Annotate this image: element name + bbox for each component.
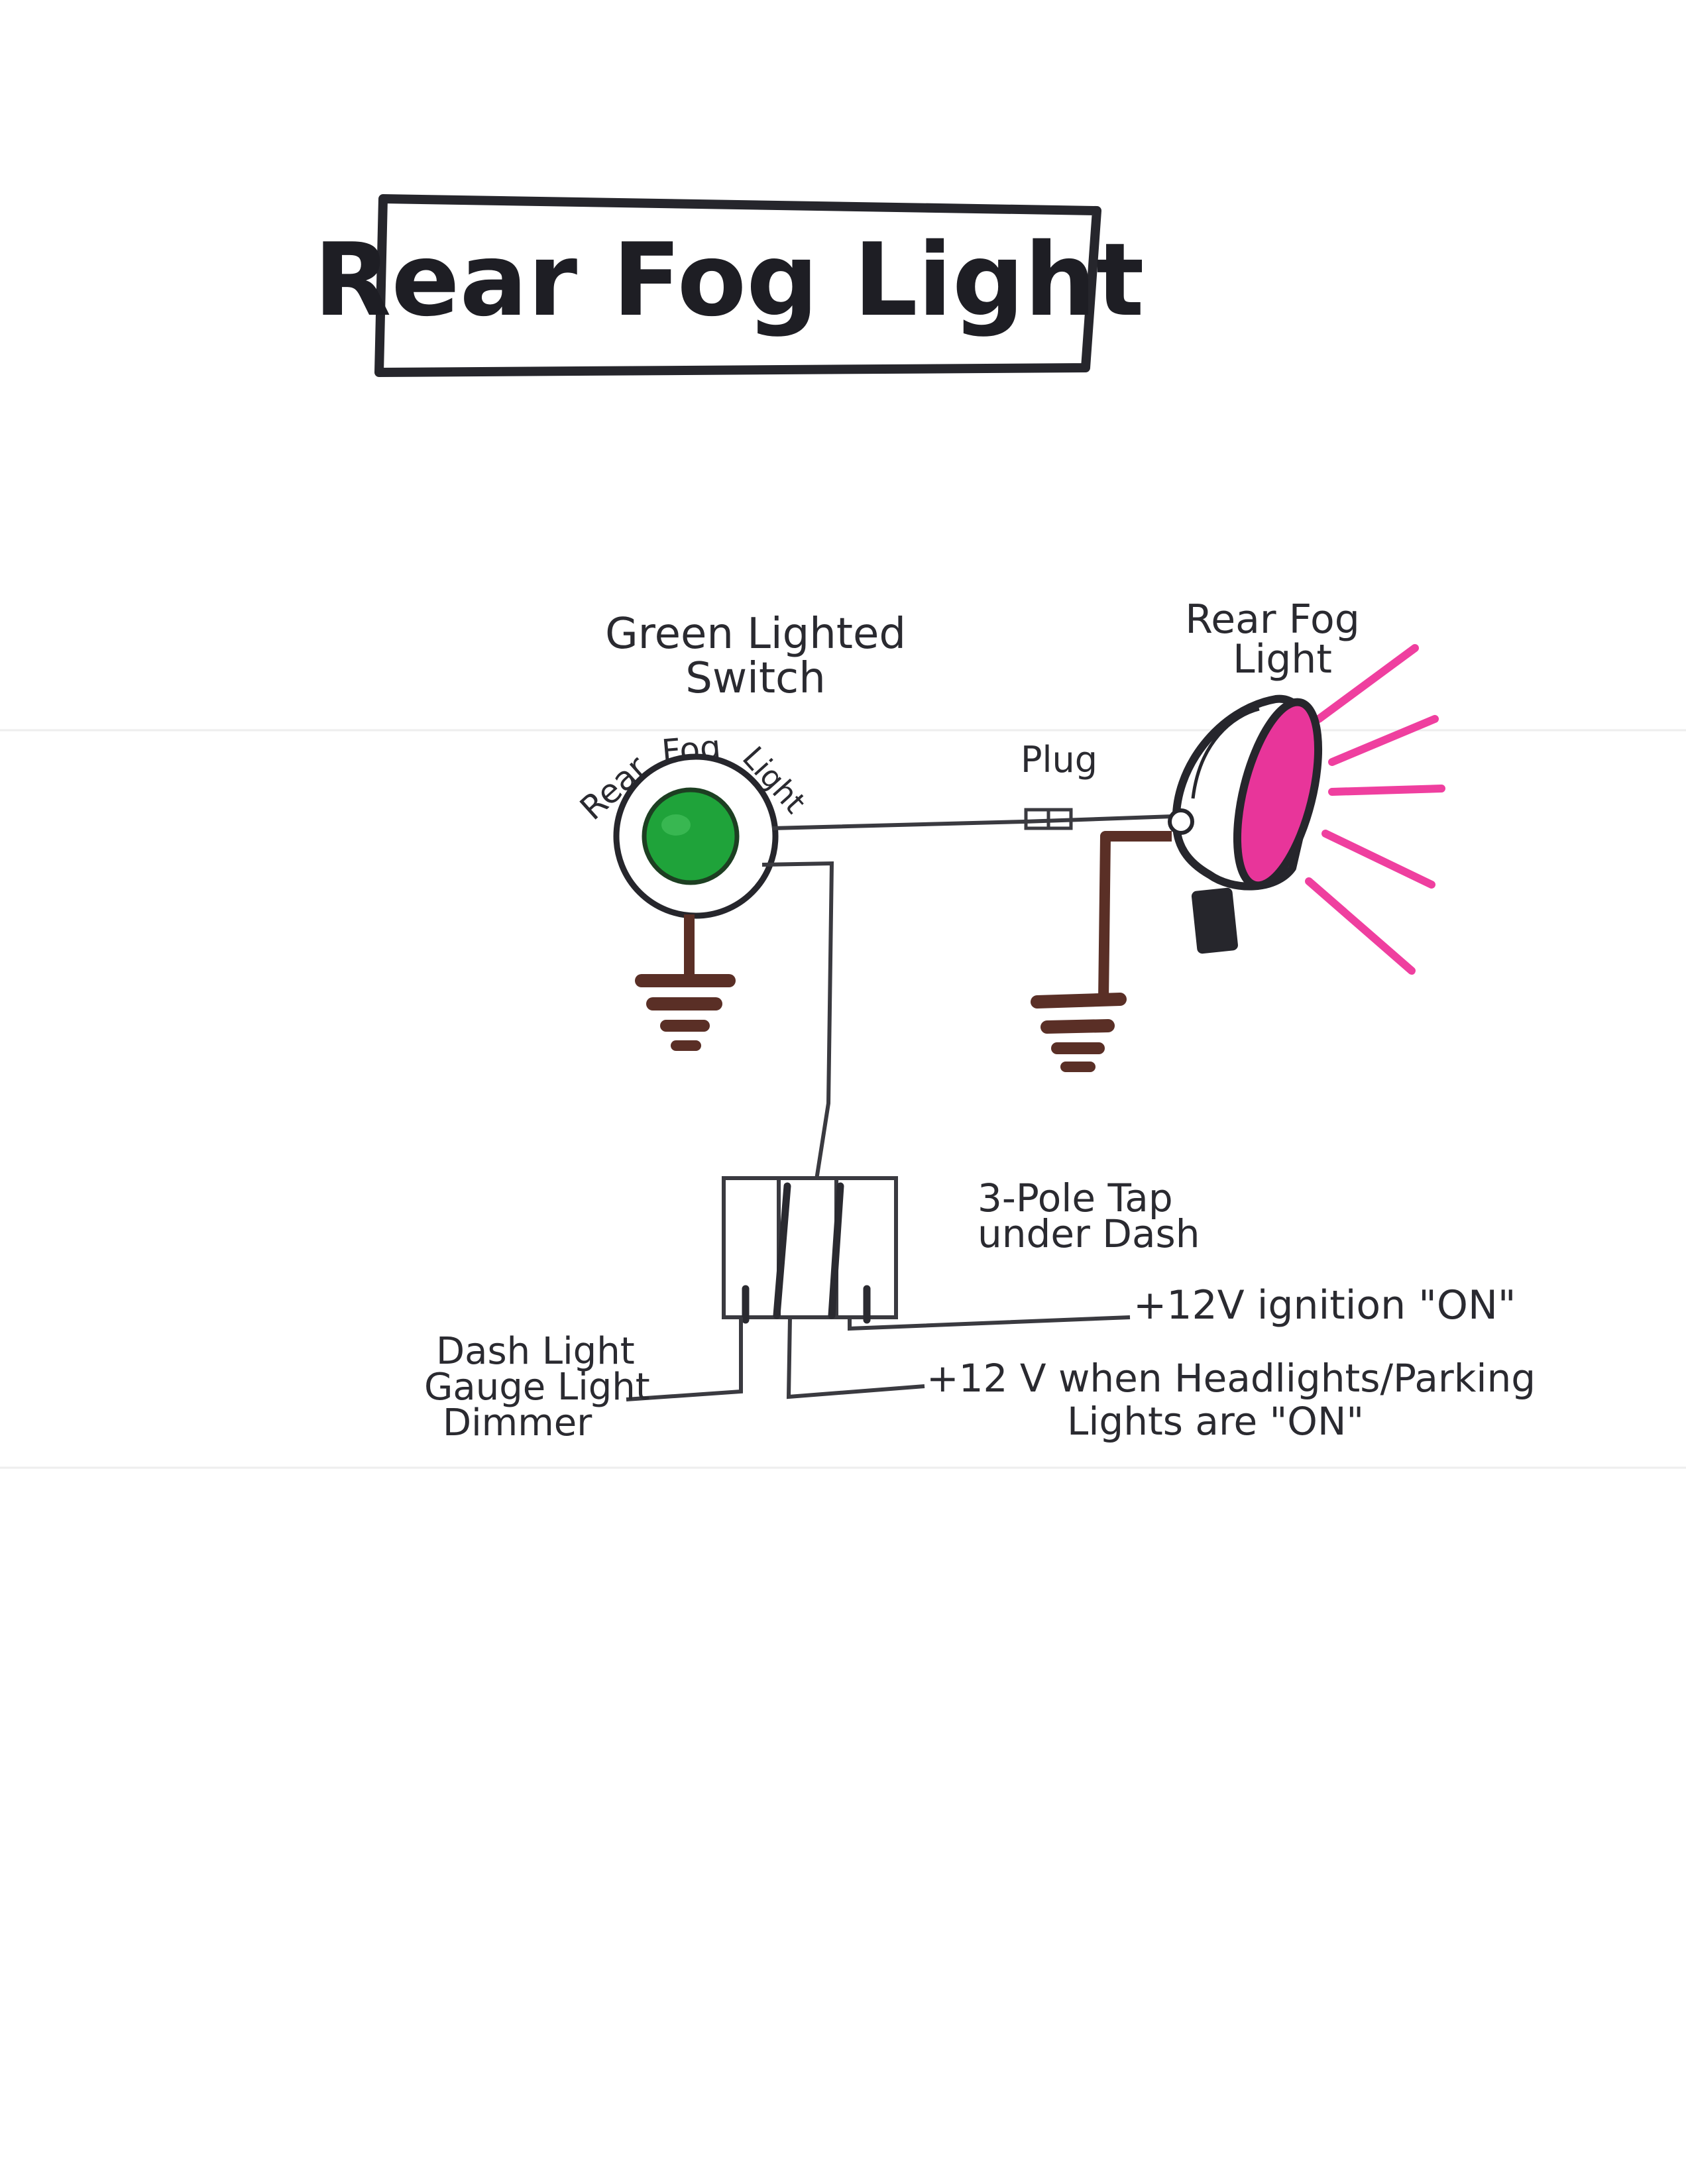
plug-label: Plug bbox=[1021, 739, 1097, 781]
ignition-wire bbox=[848, 1315, 1131, 1331]
switch-caption-line2: Switch bbox=[685, 654, 826, 703]
tap-contacts bbox=[742, 1182, 871, 1324]
dimmer-label-line2: Gauge Light bbox=[424, 1366, 650, 1409]
fog-light-ground-symbol bbox=[1031, 993, 1127, 1072]
rear-fog-light-lamp bbox=[1168, 694, 1323, 954]
headlights-wire bbox=[786, 1317, 925, 1399]
fog-light-mount bbox=[1191, 887, 1238, 954]
tap-caption-line2: under Dash bbox=[978, 1211, 1200, 1256]
tap-caption-line1: 3-Pole Tap bbox=[978, 1175, 1173, 1221]
fog-light-caption-line2: Light bbox=[1233, 636, 1332, 682]
fog-light-terminal bbox=[1168, 808, 1194, 835]
headlights-label-line2: Lights are "ON" bbox=[1067, 1399, 1364, 1444]
fog-light-lens bbox=[1233, 698, 1323, 890]
switch-to-tap-wire bbox=[761, 861, 834, 1180]
switch-ground-symbol bbox=[635, 974, 736, 1051]
page-title: Rear Fog Light bbox=[313, 221, 1144, 339]
fog-light-ground-wire bbox=[1076, 831, 1172, 1007]
ignition-label: +12V ignition "ON" bbox=[1133, 1282, 1516, 1329]
fog-light-caption-line1: Rear Fog bbox=[1185, 596, 1360, 643]
switch-caption-line1: Green Lighted bbox=[605, 610, 906, 659]
plug-connector bbox=[1024, 808, 1073, 830]
dimmer-label-line1: Dash Light bbox=[436, 1330, 635, 1373]
headlights-label-line1: +12 V when Headlights/Parking bbox=[927, 1356, 1536, 1401]
dimmer-label-line3: Dimmer bbox=[443, 1401, 592, 1445]
fog-light-rays bbox=[1305, 644, 1445, 975]
green-lighted-switch bbox=[613, 753, 779, 919]
dimmer-wire bbox=[626, 1317, 743, 1401]
green-switch-lens bbox=[642, 787, 740, 885]
switch-to-fog-wire bbox=[771, 814, 1174, 830]
title-box: Rear Fog Light bbox=[313, 194, 1145, 377]
